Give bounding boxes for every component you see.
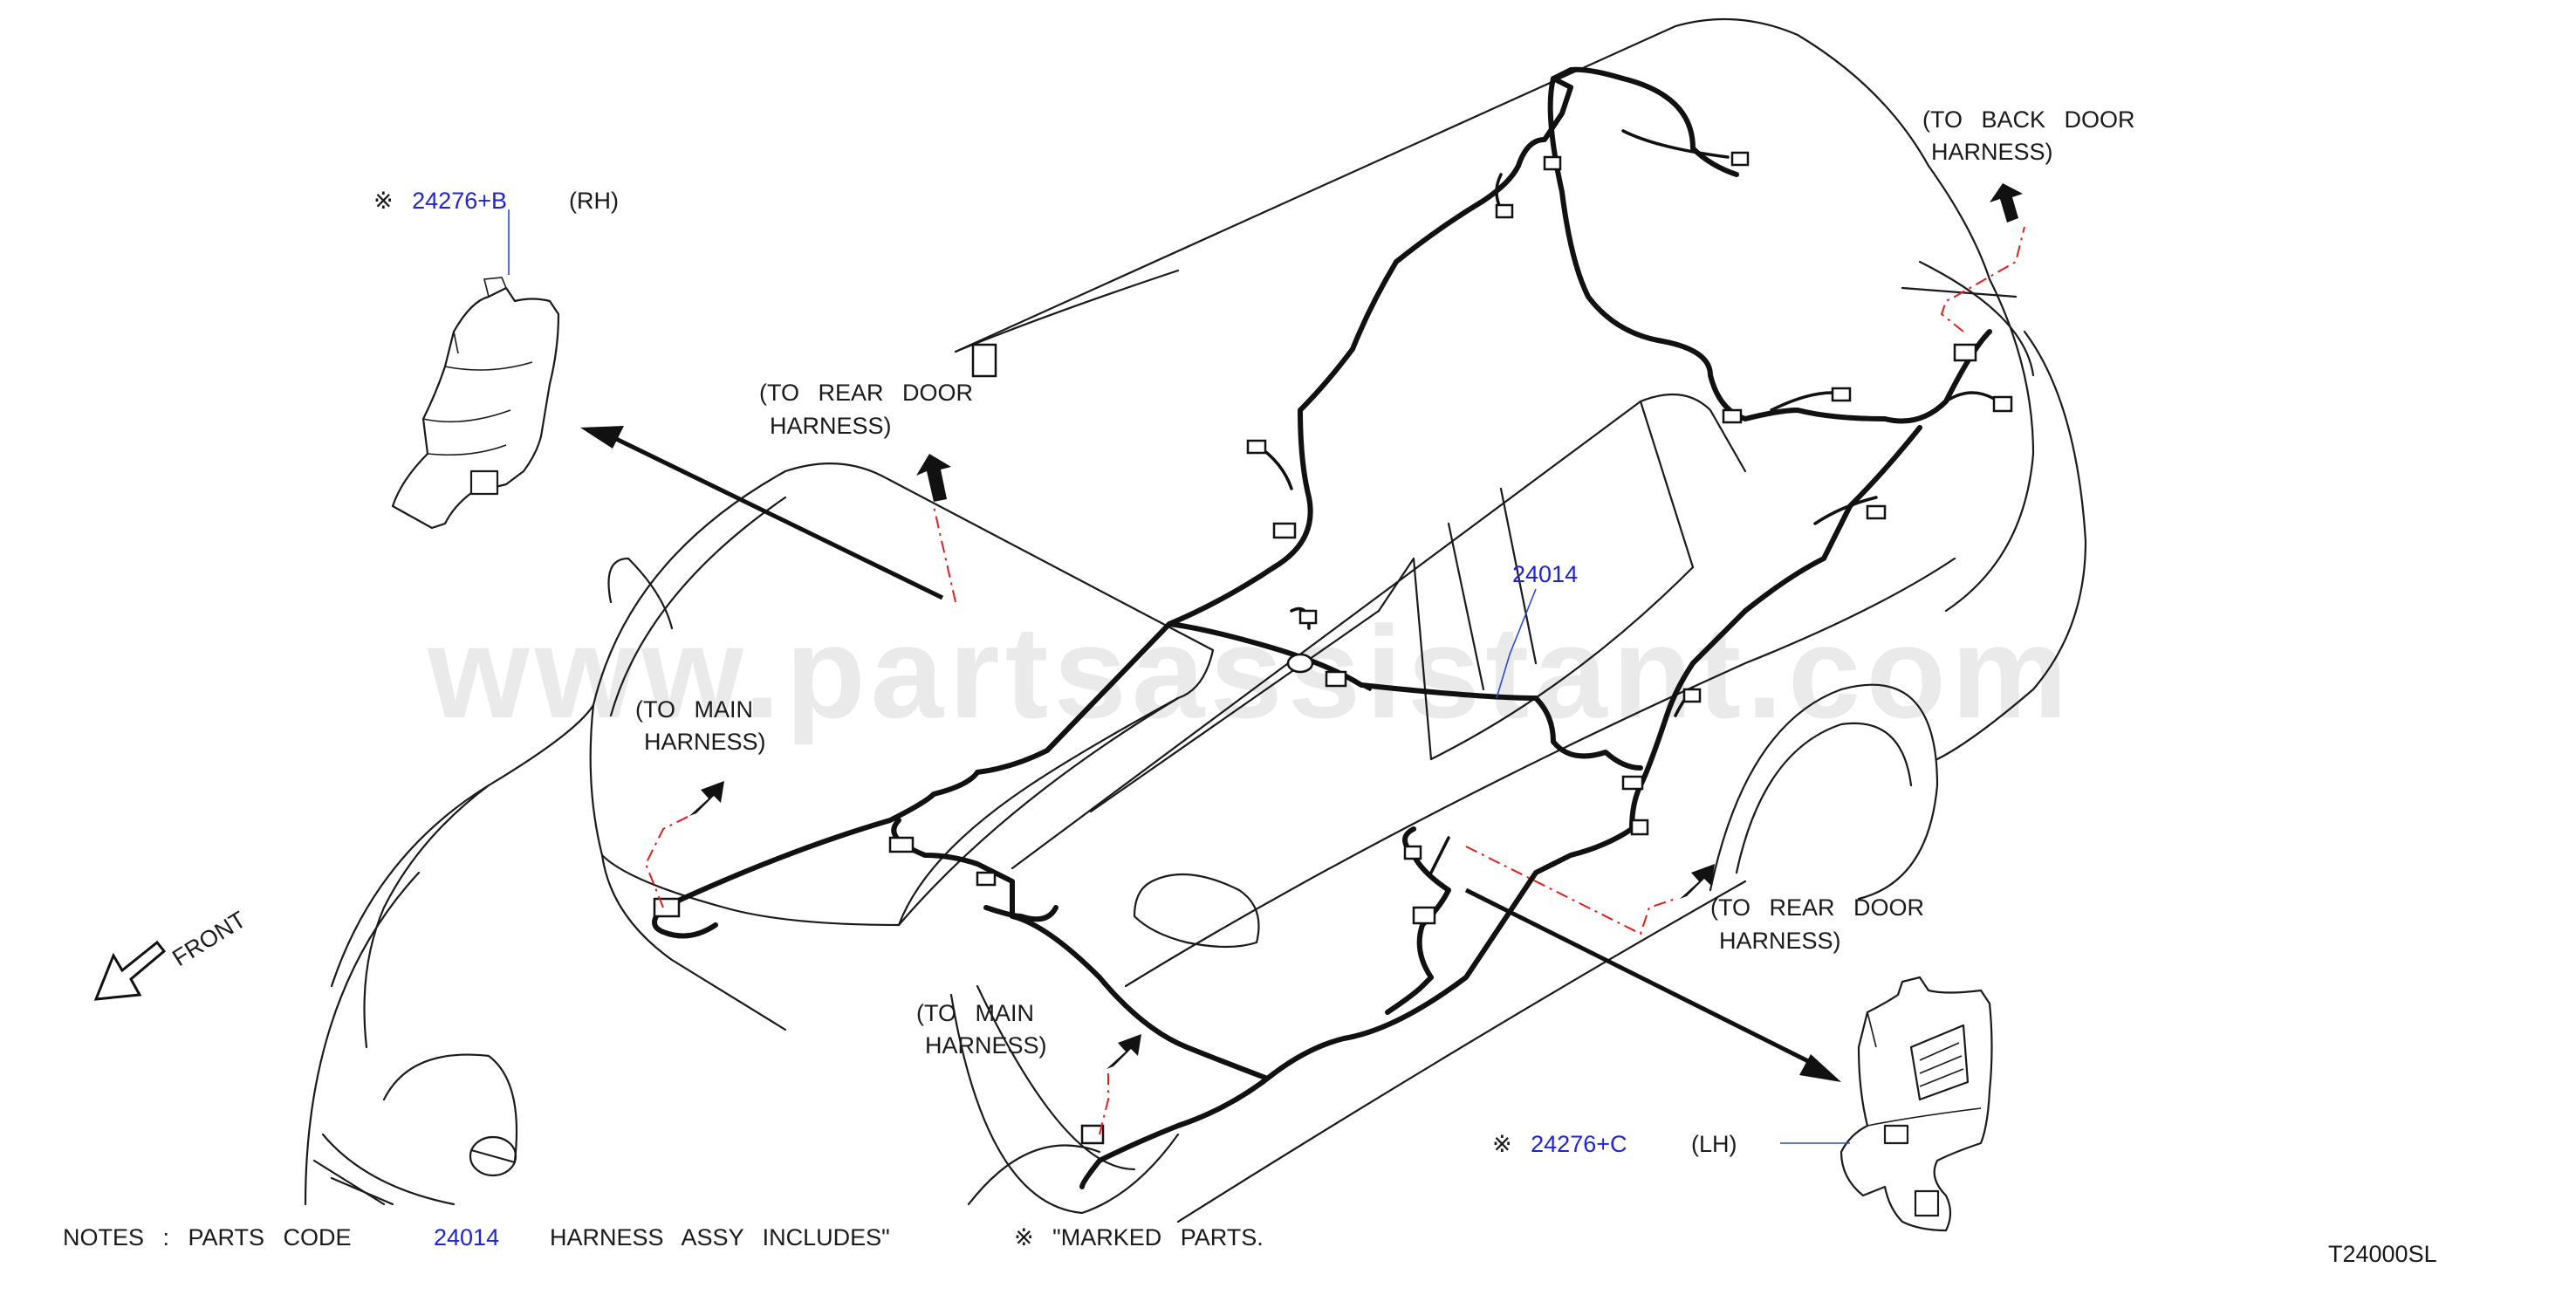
notes-code: 24014 (434, 1224, 499, 1250)
hidden-connection-lines (644, 226, 2025, 1135)
rh-mark: ※ (373, 188, 394, 214)
svg-text:※ 24276+C: ※ 24276+C (1492, 1131, 1627, 1157)
front-indicator: FRONT (93, 906, 250, 1001)
diagram-code: T24000SL (2328, 1241, 2437, 1267)
notes-prefix: NOTES : PARTS CODE (63, 1224, 352, 1250)
watermark: www.partsassistant.com (427, 599, 2072, 745)
front-arrow-icon (93, 940, 167, 1001)
label-to-back-door: (TO BACK DOOR HARNESS) (1922, 106, 2135, 165)
direction-arrows (580, 183, 2023, 1082)
svg-text:HARNESS): HARNESS) (1931, 139, 2053, 165)
notes-mark: ※ (1014, 1224, 1034, 1250)
rh-part-illustration (391, 277, 560, 530)
label-to-rear-door-upper: (TO REAR DOOR HARNESS) (759, 380, 973, 439)
svg-text:※ 24276+B: ※ 24276+B (373, 188, 507, 214)
svg-text:(TO MAIN: (TO MAIN (916, 1000, 1034, 1026)
part-code-leaders (508, 209, 1850, 1144)
svg-text:※ "MARKED PARTS.: ※ "MARKED PARTS. (1014, 1224, 1264, 1250)
svg-text:HARNESS): HARNESS) (770, 413, 892, 439)
lh-mark: ※ (1492, 1131, 1512, 1157)
label-to-main-upper: (TO MAIN HARNESS) (635, 696, 766, 755)
rh-part-label: ※ 24276+B (RH) (373, 188, 619, 214)
rh-part-code: 24276+B (412, 188, 507, 214)
svg-text:HARNESS): HARNESS) (1719, 928, 1841, 954)
lh-part-label: ※ 24276+C (LH) (1492, 1131, 1737, 1157)
rear-body-harness (652, 66, 2013, 1189)
lh-side: (LH) (1691, 1131, 1737, 1157)
harness-part-code: 24014 (1512, 561, 1578, 587)
front-label: FRONT (168, 906, 250, 971)
rh-side: (RH) (569, 188, 619, 214)
svg-text:(TO REAR DOOR: (TO REAR DOOR (759, 380, 973, 406)
label-to-rear-door-lower: (TO REAR DOOR HARNESS) (1710, 894, 1924, 954)
notes: NOTES : PARTS CODE 24014 HARNESS ASSY IN… (63, 1224, 1264, 1250)
notes-middle: HARNESS ASSY INCLUDES" (550, 1224, 890, 1250)
svg-text:(TO BACK DOOR: (TO BACK DOOR (1922, 106, 2135, 133)
svg-text:(TO MAIN: (TO MAIN (635, 696, 753, 723)
svg-text:HARNESS): HARNESS) (925, 1032, 1047, 1059)
lh-part-illustration (1840, 976, 1993, 1232)
vehicle-outline (304, 17, 2087, 1223)
label-to-main-lower: (TO MAIN HARNESS) (916, 1000, 1047, 1059)
lh-part-code: 24276+C (1531, 1131, 1627, 1157)
notes-suffix: "MARKED PARTS. (1052, 1224, 1264, 1250)
svg-text:HARNESS): HARNESS) (644, 729, 766, 755)
svg-text:(TO REAR DOOR: (TO REAR DOOR (1710, 894, 1924, 921)
